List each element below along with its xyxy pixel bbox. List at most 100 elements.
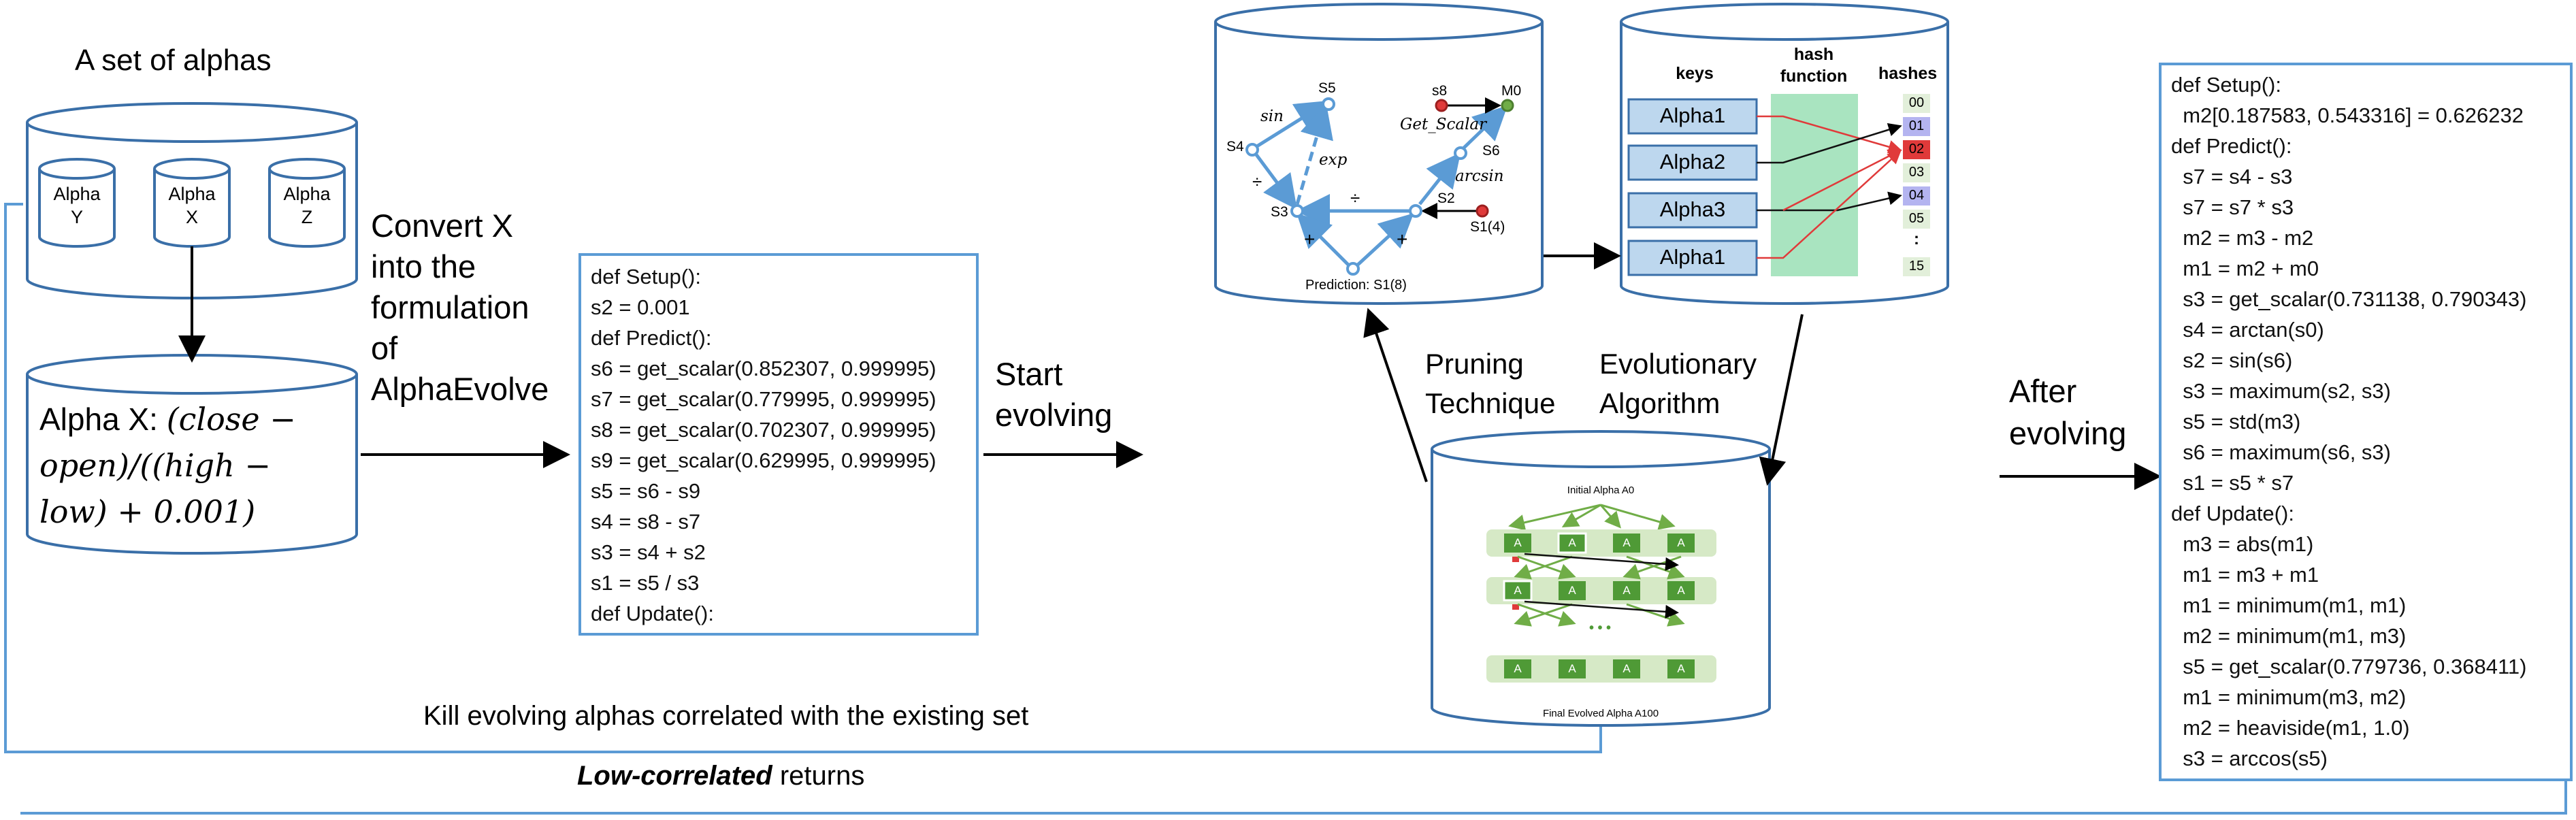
feedback-loop-kill (4, 203, 1602, 753)
code-line: def Setup(): (2171, 73, 2281, 97)
code-line: m2 = m3 - m2 (2171, 226, 2314, 250)
graph-edge-label-plus-1: + (1304, 229, 1316, 250)
code-line: s7 = s7 * s3 (2171, 195, 2294, 219)
code-line: s2 = sin(s6) (2171, 348, 2293, 372)
population-row-final (1486, 655, 1716, 683)
hash-key-1: Alpha1 (1659, 103, 1726, 127)
evolutionary-line-1: Evolutionary (1599, 348, 1757, 380)
start-line-2: evolving (995, 397, 1113, 433)
hash-hashes-header: hashes (1878, 64, 1938, 83)
hash-function-header: hash function (1770, 44, 1858, 87)
code-line: def Setup(): (591, 265, 701, 289)
after-label: After evolving (2009, 370, 2126, 455)
node-s4 (1245, 143, 1259, 157)
code-line: s1 = s5 * s7 (2171, 471, 2294, 495)
evo-initial-label: Initial Alpha A0 (1567, 485, 1635, 496)
convert-line-5: AlphaEvolve (371, 371, 549, 407)
evolutionary-label: Evolutionary Algorithm (1599, 344, 1757, 423)
graph-edge-label-plus-2: + (1397, 229, 1408, 250)
hash-bucket-00: 00 (1908, 95, 1925, 110)
code-line: s9 = get_scalar(0.629995, 0.999995) (591, 448, 936, 472)
code-line: s3 = maximum(s2, s3) (2171, 379, 2391, 403)
alpha-z-label: Alpha Z (270, 182, 344, 229)
alpha-x-prefix: Alpha X: (39, 401, 167, 437)
evo-cell-label: A (1568, 662, 1576, 675)
convert-line-3: formulation (371, 289, 529, 325)
code-after-list: def Setup(): m2[0.187583, 0.543316] = 0.… (2171, 69, 2560, 774)
hash-key-2: Alpha2 (1659, 150, 1726, 174)
kill-label: Kill evolving alphas correlated with the… (423, 701, 1029, 731)
code-line: s1 = s5 / s3 (591, 571, 700, 595)
code-line: s3 = arccos(s5) (2171, 747, 2328, 770)
evo-cell-label: A (1677, 662, 1685, 675)
graph-node-label-s4: S4 (1226, 139, 1244, 154)
code-line: m1 = m3 + m1 (2171, 563, 2319, 587)
code-line: s6 = maximum(s6, s3) (2171, 440, 2391, 464)
graph-edge-label-exp: exp (1319, 151, 1348, 169)
node-s5 (1322, 97, 1335, 111)
code-line: s4 = s8 - s7 (591, 510, 701, 534)
arrow-hash-to-evolution (1759, 314, 1804, 486)
alpha-y-cylinder (38, 158, 116, 248)
code-line: s5 = get_scalar(0.779736, 0.368411) (2171, 655, 2527, 678)
graph-edge-label-div-1: ÷ (1252, 171, 1262, 192)
edge-s4-s3 (1252, 150, 1297, 210)
low-correlated-label: Low-correlated returns (577, 761, 864, 791)
map-alpha3-02 (1782, 149, 1902, 212)
code-line: m2 = minimum(m1, m3) (2171, 624, 2407, 648)
after-line-1: After (2009, 373, 2077, 409)
key-alpha1-box (1627, 98, 1758, 135)
edge-s6-m0 (1462, 105, 1508, 150)
graph-edge-label-arcsin: arcsin (1455, 167, 1504, 185)
hash-bucket-01: 01 (1908, 118, 1925, 133)
code-line: s2 = 0.001 (591, 295, 690, 319)
graph-edge-label-sin: sin (1260, 108, 1284, 125)
alpha-y-line2: Y (70, 207, 83, 227)
computation-graph (1245, 97, 1514, 276)
code-line: m2 = heaviside(m1, 1.0) (2171, 716, 2410, 740)
code-line: s3 = get_scalar(0.731138, 0.790343) (2171, 287, 2527, 311)
edge-pred-s3 (1296, 212, 1350, 267)
graph-node-label-s2: S2 (1437, 191, 1455, 206)
alpha-x-formula-line2: open)/((high − (39, 447, 271, 484)
population-row-1 (1486, 529, 1716, 557)
hash-bucket-04: 04 (1908, 188, 1925, 203)
hash-table (1627, 94, 1930, 276)
code-line: def Update(): (591, 602, 714, 625)
evo-dots: • • • (1588, 621, 1612, 636)
node-s8 (1435, 99, 1448, 112)
graph-prediction-label: Prediction: S1(8) (1305, 278, 1407, 293)
evo-cell-label: A (1623, 536, 1631, 549)
alpha-x-label: Alpha X (154, 182, 229, 229)
graph-node-label-m0: M0 (1501, 83, 1522, 99)
code-line: s7 = s4 - s3 (2171, 165, 2293, 188)
evolution-diagram (1486, 504, 1716, 683)
code-line: s7 = get_scalar(0.779995, 0.999995) (591, 387, 936, 411)
evo-final-label: Final Evolved Alpha A100 (1542, 708, 1659, 719)
map-alpha1b-02 (1757, 150, 1902, 259)
code-line: def Predict(): (2171, 134, 2292, 158)
pruning-line-2: Technique (1425, 387, 1556, 419)
code-line: s5 = s6 - s9 (591, 479, 701, 503)
pruning-line-1: Pruning (1425, 348, 1524, 380)
convert-line-2: into the (371, 248, 476, 284)
key-alpha3-box (1627, 192, 1758, 229)
alpha-x-formula-line1: (close − (166, 401, 296, 438)
bucket-03-box (1903, 163, 1930, 182)
bucket-01-box (1903, 117, 1930, 136)
population-row-2 (1486, 577, 1716, 604)
low-correlated-rest: returns (772, 761, 865, 791)
convert-label: Convert X into the formulation of AlphaE… (371, 206, 549, 410)
hash-bucket-05: 05 (1908, 211, 1925, 226)
start-label: Start evolving (995, 354, 1112, 436)
alpha-x-line1: Alpha (168, 184, 216, 204)
hash-bucket-03: 03 (1908, 165, 1925, 180)
evo-cell-label: A (1514, 584, 1522, 597)
evo-cell-label: A (1623, 584, 1631, 597)
evo-cell-label: A (1514, 662, 1522, 675)
code-line: s6 = get_scalar(0.852307, 0.999995) (591, 357, 936, 380)
alpha-z-line1: Alpha (283, 184, 331, 204)
evo-cell-label: A (1568, 584, 1576, 597)
